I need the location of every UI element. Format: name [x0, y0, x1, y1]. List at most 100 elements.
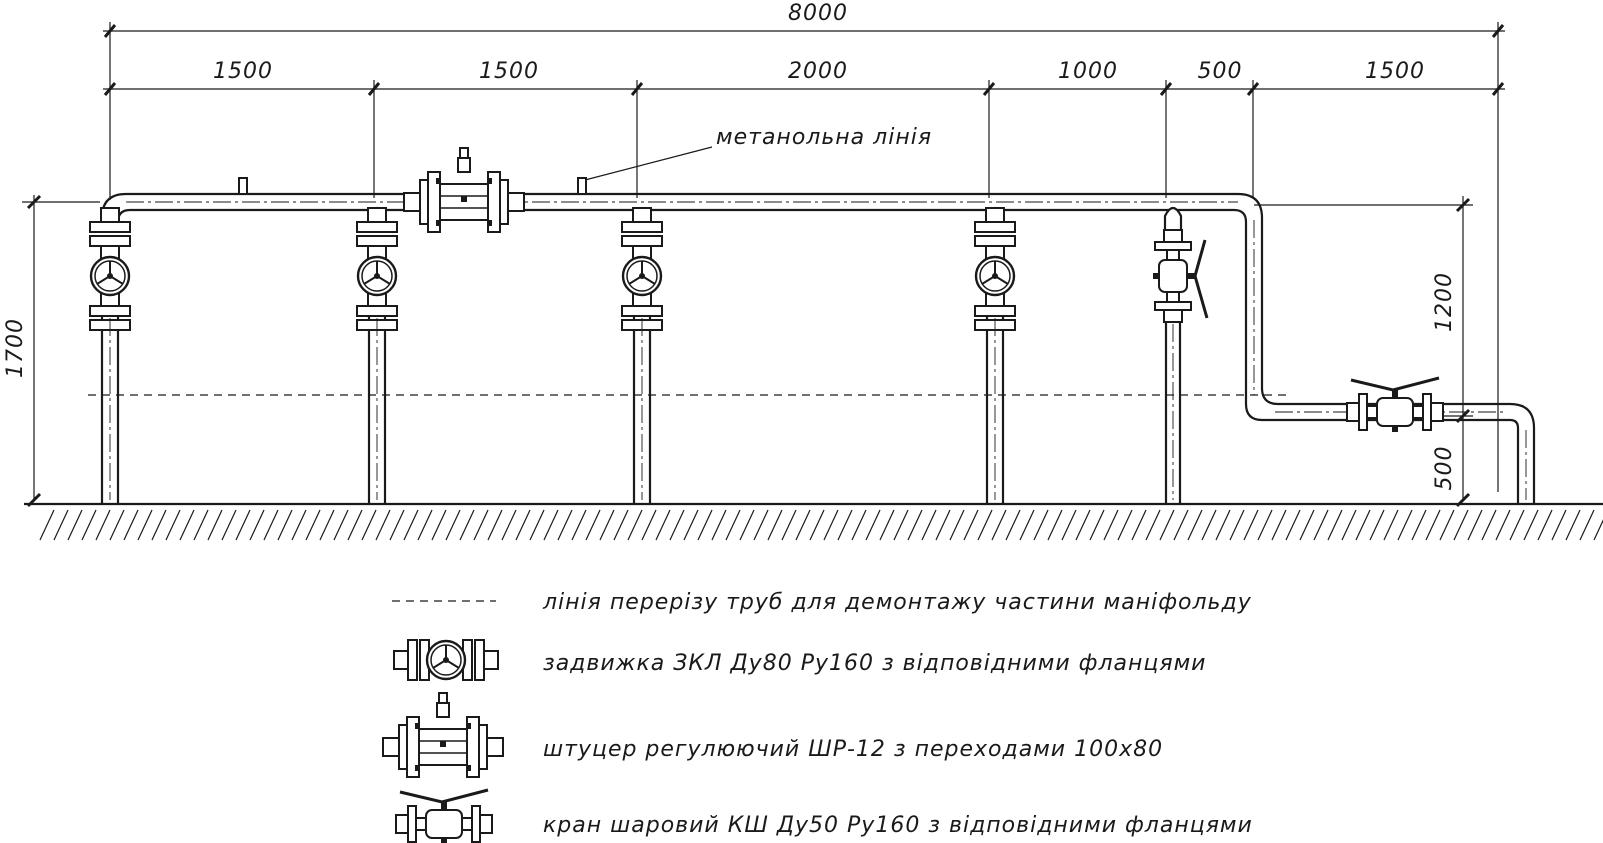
ground-hatch [1257, 509, 1273, 541]
ground-hatch [123, 509, 139, 541]
dim-height-lower: 500 [1432, 446, 1457, 491]
ground-hatch [529, 509, 545, 541]
ground-hatch [67, 509, 83, 541]
ground-hatch [193, 509, 209, 541]
ground-hatch [921, 509, 937, 541]
ground-hatch [165, 509, 181, 541]
legend-text-gate-valve: задвижка ЗКЛ Ду80 Ру160 з відповідними ф… [543, 651, 1206, 676]
ground-hatch [249, 509, 265, 541]
ground-hatch [557, 509, 573, 541]
ground-hatch [711, 509, 727, 541]
ground-hatch [53, 509, 69, 541]
gate-valve-icon [392, 638, 500, 682]
ground-hatch [1537, 509, 1553, 541]
ground-hatch [1355, 509, 1371, 541]
ground-hatch [1579, 509, 1595, 541]
ground-hatch [683, 509, 699, 541]
ground-hatch [823, 509, 839, 541]
ground-hatch [767, 509, 783, 541]
ground-hatch [1593, 519, 1603, 541]
ground-hatch [417, 509, 433, 541]
ground-hatch [137, 509, 153, 541]
ground-hatch [697, 509, 713, 541]
dim-seg-2: 1500 [479, 59, 539, 84]
ground-hatch [907, 509, 923, 541]
ground-hatch [305, 509, 321, 541]
ground-hatch [1439, 509, 1455, 541]
ground-hatch [1397, 509, 1413, 541]
main-header-pipe [100, 192, 1536, 504]
ground-hatch [361, 509, 377, 541]
ground-hatch [473, 509, 489, 541]
ground-hatch [1117, 509, 1133, 541]
ground-hatch [1327, 509, 1343, 541]
ground-hatch [445, 509, 461, 541]
ground-hatch [291, 509, 307, 541]
ground-hatch [753, 509, 769, 541]
ground-hatch [627, 509, 643, 541]
ground-hatch [1005, 509, 1021, 541]
ground-hatch [879, 509, 895, 541]
ground-hatch [347, 509, 363, 541]
ground-hatch [1033, 509, 1049, 541]
ground-hatch [263, 509, 279, 541]
dim-seg-4: 1000 [1058, 59, 1118, 84]
ground-hatch [459, 509, 475, 541]
ground-hatch [389, 509, 405, 541]
ground-hatch [893, 509, 909, 541]
ground-hatch [207, 509, 223, 541]
ground-hatch [1369, 509, 1385, 541]
ground-hatch [613, 509, 629, 541]
ground-hatch [319, 509, 335, 541]
ground-hatch [1159, 509, 1175, 541]
header-stub-methanol [577, 177, 587, 195]
ground-hatch [865, 509, 881, 541]
methanol-line-label: метанольна лінія [716, 125, 932, 150]
ground-hatch [1131, 509, 1147, 541]
ground-hatch [725, 509, 741, 541]
ground-hatch [1229, 509, 1245, 541]
ground-hatch [487, 509, 503, 541]
dim-seg-3: 2000 [788, 59, 848, 84]
dim-seg-1: 1500 [213, 59, 273, 84]
ground-hatch [39, 509, 55, 541]
riser-3 [620, 206, 664, 506]
ground-hatch [277, 509, 293, 541]
ground-hatch [515, 509, 531, 541]
ground-hatch [977, 509, 993, 541]
ground-hatch [543, 509, 559, 541]
ground-hatch [1187, 509, 1203, 541]
riser-1 [88, 206, 132, 506]
legend-text-ball-valve: кран шаровий КШ Ду50 Ру160 з відповідним… [543, 813, 1253, 838]
riser-4 [973, 206, 1017, 506]
dim-seg-6: 1500 [1365, 59, 1425, 84]
ground-hatch [669, 509, 685, 541]
ground-hatch [599, 509, 615, 541]
ground-hatch [1341, 509, 1357, 541]
header-centerline [126, 201, 1527, 500]
ground-hatch [1243, 509, 1259, 541]
legend-text-cut-line: лінія перерізу труб для демонтажу частин… [542, 590, 1252, 615]
methanol-leader [584, 146, 713, 181]
ground-hatch [1201, 509, 1217, 541]
ground-hatch [781, 509, 797, 541]
ground-hatch [1103, 509, 1119, 541]
lower-ball-valve [1345, 376, 1445, 434]
ground-hatch [1453, 509, 1469, 541]
dimension-lines [22, 22, 1505, 500]
ground-hatch [1313, 509, 1329, 541]
dim-height-upper: 1200 [1432, 272, 1457, 332]
ground-hatch [501, 509, 517, 541]
ground-hatch [333, 509, 349, 541]
ground-hatch [179, 509, 195, 541]
header-stub-left [238, 177, 248, 195]
ground-hatch [963, 509, 979, 541]
riser-2 [355, 206, 399, 506]
ground-hatch [1383, 509, 1399, 541]
ground-hatch [949, 509, 965, 541]
ground-hatch [1565, 509, 1581, 541]
ground-hatch [235, 509, 251, 541]
ground-hatch [221, 509, 237, 541]
ball-valve-icon [394, 788, 494, 843]
